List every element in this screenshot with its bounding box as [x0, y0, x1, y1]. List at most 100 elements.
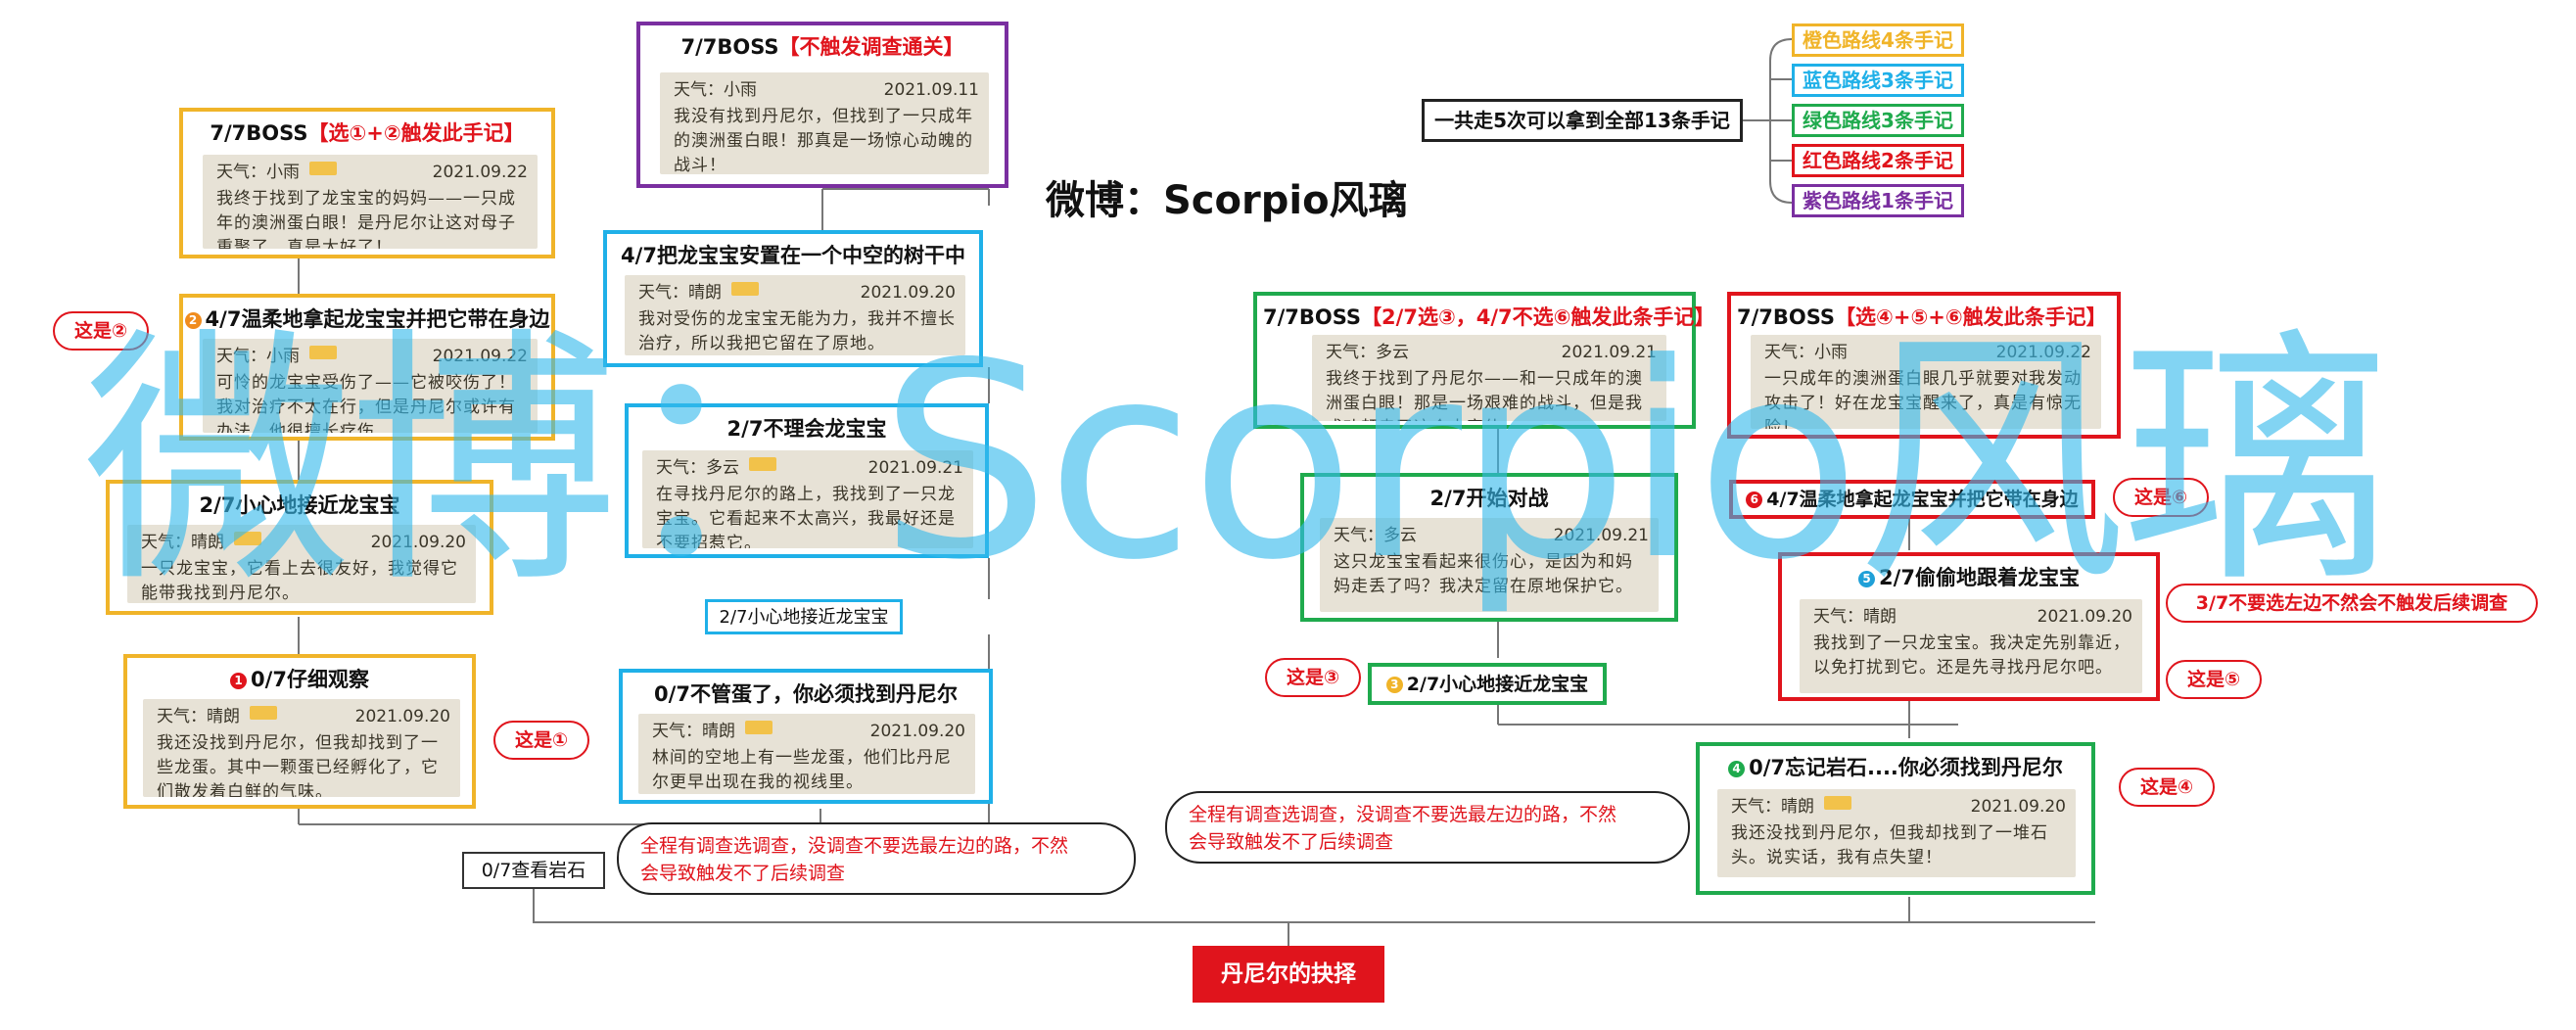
note-date: 2021.09.21 — [1553, 526, 1649, 545]
node-title: 0/7忘记岩石....你必须找到丹尼尔 — [1749, 756, 2063, 779]
total-notes-label: 一共走5次可以拿到全部13条手记 — [1422, 99, 1743, 142]
node-title: 7/7BOSS — [1263, 305, 1362, 329]
step-badge: 1 — [230, 673, 248, 689]
journal-note: 天气：多云 2021.09.21 我终于找到了丹尼尔——和一只成年的澳洲蛋白眼！那… — [1312, 335, 1666, 421]
callout-this-is-2: 这是② — [53, 311, 149, 351]
route-purple: 紫色路线1条手记 — [1792, 184, 1964, 217]
node-title: 4/7把龙宝宝安置在一个中空的树干中 — [621, 244, 965, 267]
callout-this-is-6: 这是⑥ — [2113, 478, 2209, 517]
note-weather: 天气：小雨 — [216, 163, 300, 182]
note-text: 我终于找到了龙宝宝的妈妈——一只成年的澳洲蛋白眼！是丹尼尔让这对母子重聚了，真是… — [216, 189, 516, 249]
journal-note: 天气：晴朗 2021.09.20 我找到了一只龙宝宝。我决定先别靠近，以免打扰到它… — [1800, 599, 2142, 693]
node-title: 2/7不理会龙宝宝 — [726, 417, 887, 441]
step-badge: 2 — [184, 312, 202, 329]
note-weather: 天气：多云 — [1326, 343, 1409, 362]
route-green: 绿色路线3条手记 — [1792, 104, 1964, 137]
note-text: 我还没找到丹尼尔，但我却找到了一堆石头。说实话，我有点失望！ — [1731, 823, 2048, 867]
note-date: 2021.09.21 — [1561, 343, 1657, 362]
stamp-icon — [309, 162, 337, 175]
route-orange: 橙色路线4条手记 — [1792, 23, 1964, 57]
root-daniel-choice[interactable]: 丹尼尔的抉择 — [1193, 946, 1384, 1003]
note-weather: 天气：小雨 — [216, 347, 300, 366]
note-weather: 天气：晴朗 — [1813, 607, 1897, 627]
node-title: 7/7BOSS — [1737, 305, 1836, 329]
stamp-icon — [234, 532, 261, 545]
note-weather: 天气：小雨 — [674, 80, 757, 100]
node-purple-boss[interactable]: 7/7BOSS【不触发调查通关】 天气：小雨 2021.09.11 我没有找到丹尼… — [636, 22, 1008, 188]
step-badge: 5 — [1858, 571, 1876, 587]
journal-note: 天气：晴朗 2021.09.20 林间的空地上有一些龙蛋，他们比丹尼尔更早出现在我… — [638, 714, 975, 794]
node-title-condition: 【选①+②触发此手记】 — [307, 121, 525, 145]
stamp-icon — [749, 457, 776, 471]
node-title-condition: 【不触发调查通关】 — [778, 35, 964, 59]
warning-line: 会导致触发不了后续调查 — [1189, 831, 1394, 853]
journal-note: 天气：小雨 2021.09.22 我终于找到了龙宝宝的妈妈——一只成年的澳洲蛋白眼… — [203, 155, 538, 249]
note-date: 2021.09.21 — [867, 458, 963, 478]
step-badge: 3 — [1385, 677, 1403, 693]
note-date: 2021.09.20 — [860, 283, 956, 303]
note-date: 2021.09.22 — [432, 163, 528, 182]
note-date: 2021.09.20 — [869, 722, 965, 741]
journal-note: 天气：小雨 2021.09.11 我没有找到丹尼尔，但找到了一只成年的澳洲蛋白眼！… — [660, 72, 989, 174]
note-text: 一只龙宝宝，它看上去很友好，我觉得它能带我找到丹尼尔。 — [141, 559, 458, 603]
node-title-condition: 【选④+⑤+⑥触发此条手记】 — [1835, 305, 2107, 329]
note-text: 我没有找到丹尼尔，但找到了一只成年的澳洲蛋白眼！那真是一场惊心动魄的战斗！ — [674, 107, 973, 174]
callout-warning-left: 全程有调查选调查，没调查不要选最左边的路，不然 会导致触发不了后续调查 — [617, 822, 1136, 895]
note-text: 一只成年的澳洲蛋白眼几乎就要对我发动攻击了！好在龙宝宝醒来了，真是有惊无险！ — [1764, 369, 2082, 429]
callout-this-is-4: 这是④ — [2119, 768, 2215, 807]
stamp-icon — [309, 346, 337, 359]
weibo-title: 微博：Scorpio风璃 — [1046, 178, 1408, 223]
note-weather: 天气：多云 — [656, 458, 739, 478]
callout-this-is-3: 这是③ — [1265, 658, 1361, 697]
note-date: 2021.09.20 — [1970, 797, 2066, 817]
tag-blue-2-7-approach[interactable]: 2/7小心地接近龙宝宝 — [705, 599, 903, 634]
stamp-icon — [745, 721, 773, 734]
node-title: 0/7不管蛋了，你必须找到丹尼尔 — [654, 682, 958, 706]
node-green-2-7-battle[interactable]: 2/7开始对战 天气：多云 2021.09.21 这只龙宝宝看起来很伤心，是因为和… — [1300, 473, 1678, 622]
note-date: 2021.09.22 — [1995, 343, 2091, 362]
warning-line: 全程有调查选调查，没调查不要选最左边的路，不然 — [640, 835, 1069, 857]
note-weather: 天气：晴朗 — [638, 283, 722, 303]
node-title: 7/7BOSS — [210, 121, 308, 145]
node-title: 7/7BOSS — [680, 35, 779, 59]
stamp-icon — [1824, 796, 1851, 810]
journal-note: 天气：多云 2021.09.21 这只龙宝宝看起来很伤心，是因为和妈妈走丢了吗？我… — [1320, 518, 1659, 612]
note-text: 林间的空地上有一些龙蛋，他们比丹尼尔更早出现在我的视线里。 — [652, 748, 952, 792]
note-text: 我找到了一只龙宝宝。我决定先别靠近，以免打扰到它。还是先寻找丹尼尔吧。 — [1813, 633, 2131, 678]
tag-label: 2/7小心地接近龙宝宝 — [1406, 674, 1589, 695]
note-weather: 天气：晴朗 — [652, 722, 735, 741]
note-date: 2021.09.20 — [354, 707, 450, 726]
node-title: 2/7开始对战 — [1429, 487, 1549, 510]
tag-label: 4/7温柔地拿起龙宝宝并把它带在身边 — [1766, 489, 2079, 510]
callout-this-is-1: 这是① — [493, 721, 589, 760]
note-weather: 天气：晴朗 — [141, 533, 224, 552]
node-orange-boss[interactable]: 7/7BOSS【选①+②触发此手记】 天气：小雨 2021.09.22 我终于找到… — [179, 108, 555, 258]
node-title: 2/7偷偷地跟着龙宝宝 — [1879, 566, 2080, 589]
note-text: 这只龙宝宝看起来很伤心，是因为和妈妈走丢了吗？我决定留在原地保护它。 — [1334, 552, 1633, 596]
note-date: 2021.09.20 — [2037, 607, 2132, 627]
note-weather: 天气：多云 — [1334, 526, 1417, 545]
note-date: 2021.09.20 — [370, 533, 466, 552]
note-text: 我终于找到了丹尼尔——和一只成年的澳洲蛋白眼！那是一场艰难的战斗，但是我成功赶走… — [1326, 369, 1643, 421]
node-blue-0-7[interactable]: 0/7不管蛋了，你必须找到丹尼尔 天气：晴朗 2021.09.20 林间的空地上有… — [619, 669, 993, 804]
note-date: 2021.09.11 — [883, 80, 979, 100]
callout-warning-right: 全程有调查选调查，没调查不要选最左边的路，不然 会导致触发不了后续调查 — [1165, 791, 1690, 864]
tag-check-rock[interactable]: 0/7查看岩石 — [462, 852, 605, 889]
stamp-icon — [731, 282, 759, 296]
